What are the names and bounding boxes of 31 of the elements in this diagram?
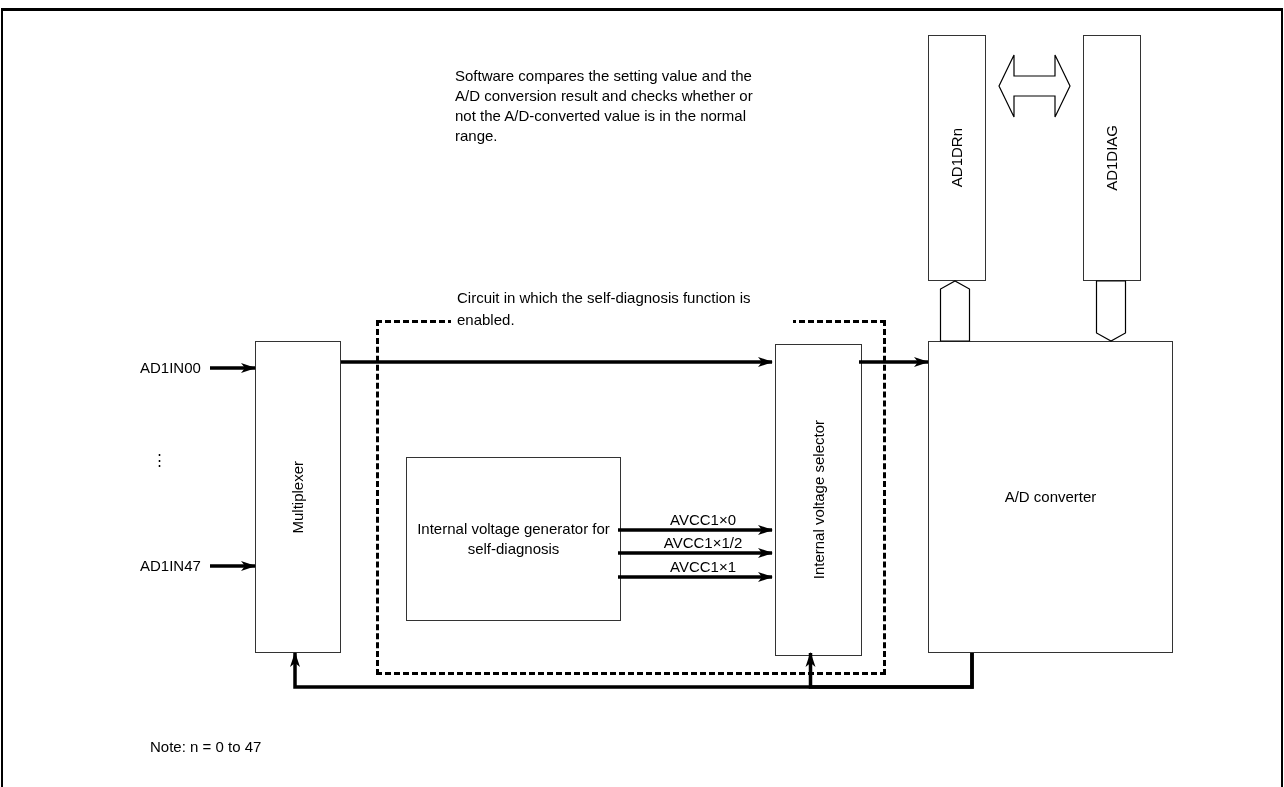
- signal-label: AD1IN00: [140, 359, 208, 377]
- bus-arrow: [939, 280, 971, 342]
- function-block: [1083, 35, 1141, 281]
- block-label: A/D converter: [1004, 487, 1097, 507]
- arrow: [859, 357, 929, 367]
- block-label: Internal voltage selector: [808, 420, 828, 580]
- arrow: [210, 363, 256, 373]
- arrow: [805, 652, 974, 689]
- note-text: Software compares the setting value and the A/D conversion result and checks whether or not the A/D-converted value is in the normal range.: [455, 66, 754, 146]
- function-block: [928, 35, 986, 281]
- arrow: [341, 357, 773, 367]
- bus-arrow: [1095, 280, 1127, 342]
- function-block: [255, 341, 341, 653]
- bus-arrow: [998, 54, 1071, 118]
- edge-label: AVCC1×0: [669, 512, 737, 528]
- block-label: AD1DRn: [947, 128, 966, 188]
- arrow: [618, 548, 773, 558]
- edge-label: AVCC1×1/2: [662, 535, 744, 551]
- function-block: [406, 457, 621, 621]
- edge-label: AVCC1×1: [669, 559, 737, 575]
- arrow: [618, 572, 773, 582]
- arrow: [210, 561, 256, 571]
- block-label: Internal voltage generator for self-diagnosis: [416, 519, 611, 559]
- signal-label: AD1IN47: [140, 557, 208, 575]
- block-label: AD1DIAG: [1102, 125, 1121, 191]
- function-block: [775, 344, 862, 656]
- note-text: ⋮: [152, 450, 168, 470]
- function-block: [928, 341, 1173, 653]
- arrow: [618, 525, 773, 535]
- block-label: Multiplexer: [288, 460, 307, 534]
- note-text: Note: n = 0 to 47: [150, 737, 263, 757]
